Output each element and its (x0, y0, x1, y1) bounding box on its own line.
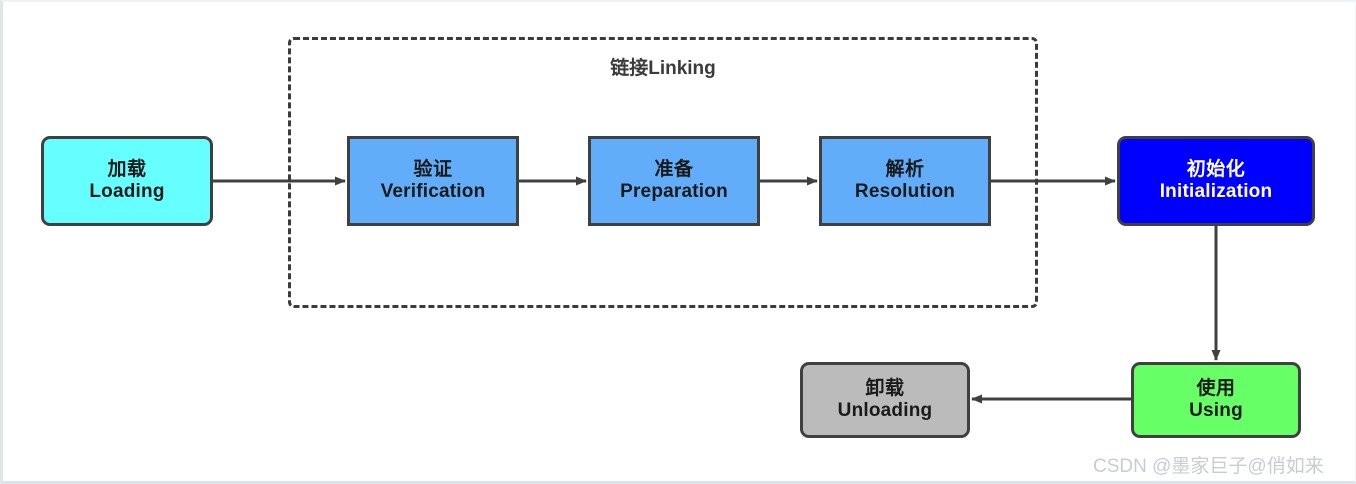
node-verification[interactable]: 验证 Verification (347, 136, 519, 226)
node-preparation-label-en: Preparation (620, 181, 728, 202)
node-resolution-label-cn: 解析 (885, 158, 925, 180)
linking-group-box (288, 37, 1038, 308)
node-loading-label-cn: 加载 (107, 158, 147, 180)
node-unloading-label-en: Unloading (837, 400, 933, 421)
node-initialization-label-cn: 初始化 (1186, 158, 1246, 180)
node-resolution[interactable]: 解析 Resolution (819, 136, 991, 226)
node-unloading-label-cn: 卸载 (865, 377, 905, 399)
node-resolution-label-en: Resolution (854, 181, 956, 202)
node-loading-label-en: Loading (89, 181, 165, 202)
node-unloading[interactable]: 卸载 Unloading (800, 362, 970, 438)
linking-group-label: 链接Linking (610, 58, 716, 79)
watermark-text: CSDN @墨家巨子@俏如来 (1093, 456, 1324, 477)
node-using-label-en: Using (1189, 400, 1243, 421)
node-verification-label-en: Verification (380, 181, 486, 202)
node-preparation-label-cn: 准备 (654, 158, 694, 180)
node-verification-label-cn: 验证 (413, 158, 453, 180)
node-initialization[interactable]: 初始化 Initialization (1117, 136, 1315, 226)
node-initialization-label-en: Initialization (1159, 181, 1273, 202)
node-loading[interactable]: 加载 Loading (41, 136, 213, 226)
node-preparation[interactable]: 准备 Preparation (588, 136, 760, 226)
node-using-label-cn: 使用 (1196, 377, 1236, 399)
node-using[interactable]: 使用 Using (1131, 362, 1301, 438)
